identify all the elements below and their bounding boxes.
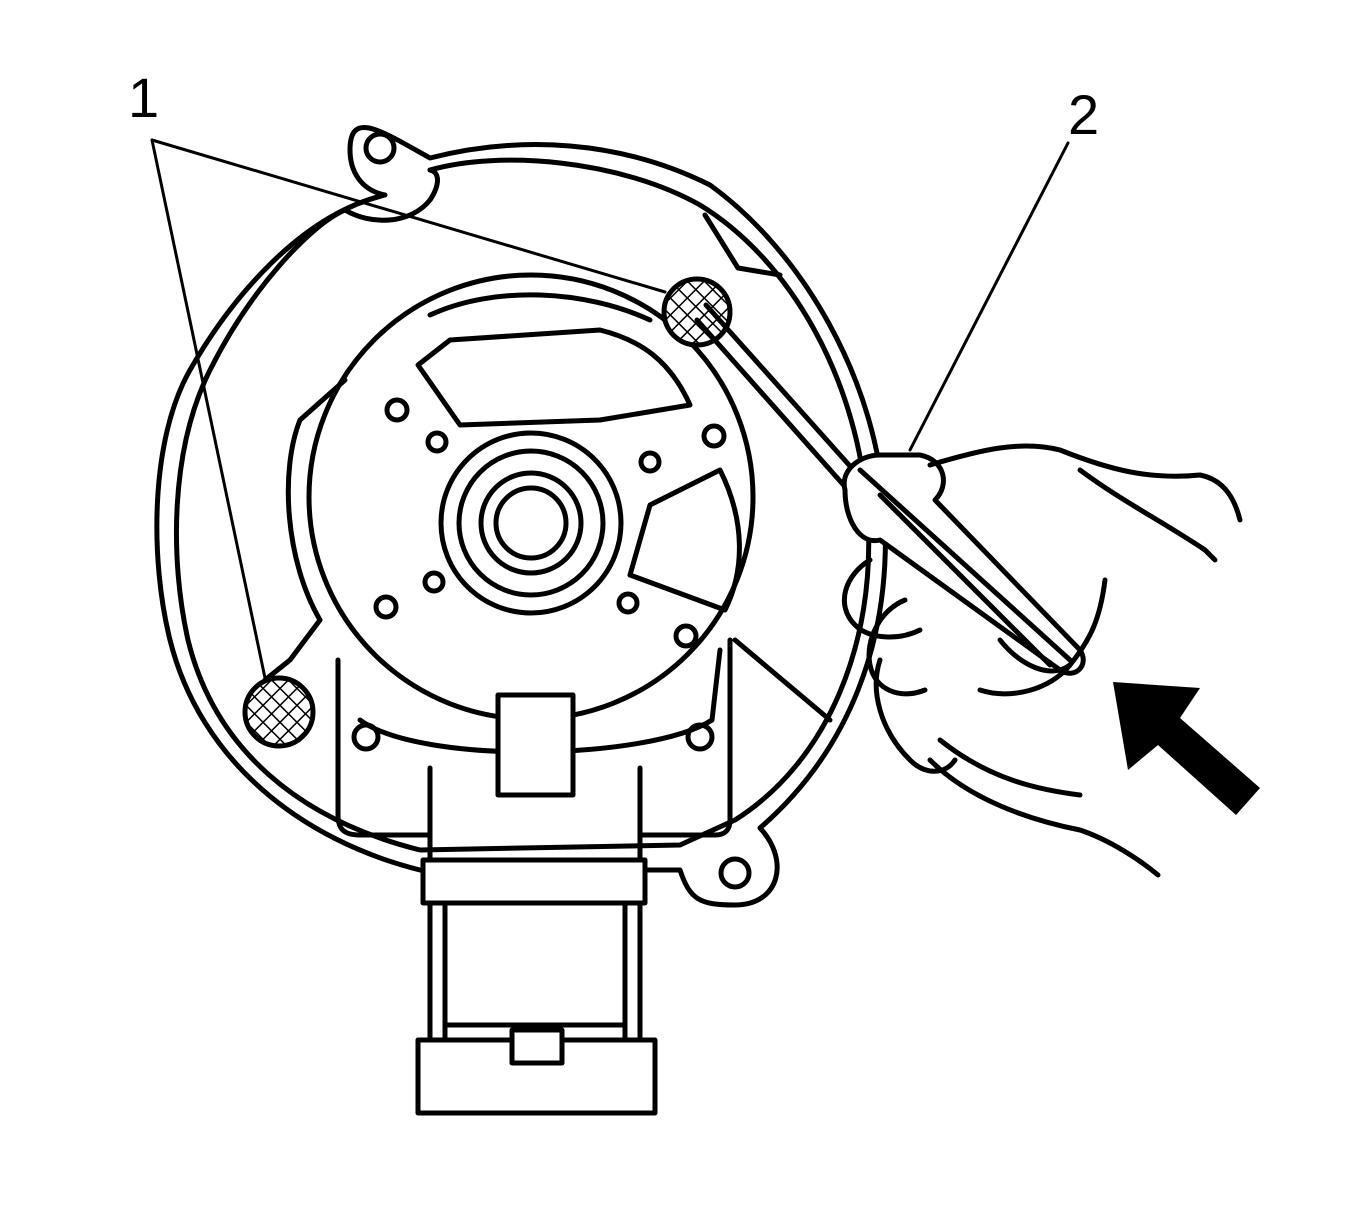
housing-outer	[154, 125, 888, 908]
callout-label-2: 2	[1068, 83, 1100, 146]
housing-inner	[262, 377, 833, 723]
callout-label-1: 1	[128, 66, 160, 129]
leader-lines	[150, 138, 1070, 680]
screwdriver	[694, 302, 1086, 676]
screw-upper	[661, 276, 733, 348]
screw-lower	[242, 675, 316, 749]
motor-disk	[306, 272, 756, 755]
hand	[841, 443, 1243, 878]
direction-arrow-icon	[1113, 682, 1260, 815]
connector-housing	[415, 692, 658, 1116]
